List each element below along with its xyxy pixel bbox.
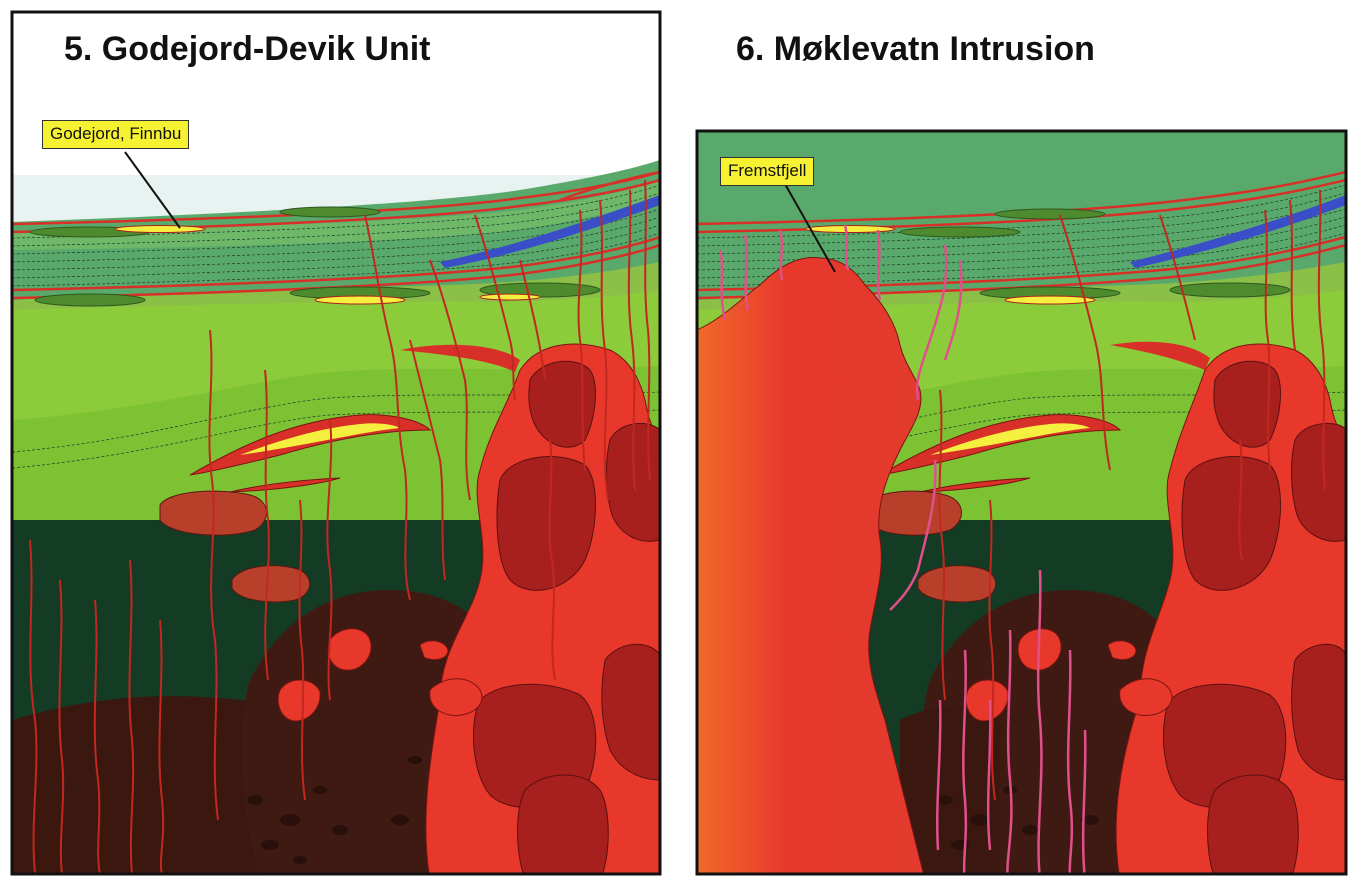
right-panel-section (697, 131, 1346, 876)
callout-label-godejord: Godejord, Finnbu (42, 120, 189, 149)
panel-title-moklevatn: 6. Møklevatn Intrusion (736, 30, 1095, 69)
panel-title-godejord-devik: 5. Godejord-Devik Unit (64, 30, 431, 69)
callout-label-fremstfjell: Fremstfjell (720, 157, 814, 186)
